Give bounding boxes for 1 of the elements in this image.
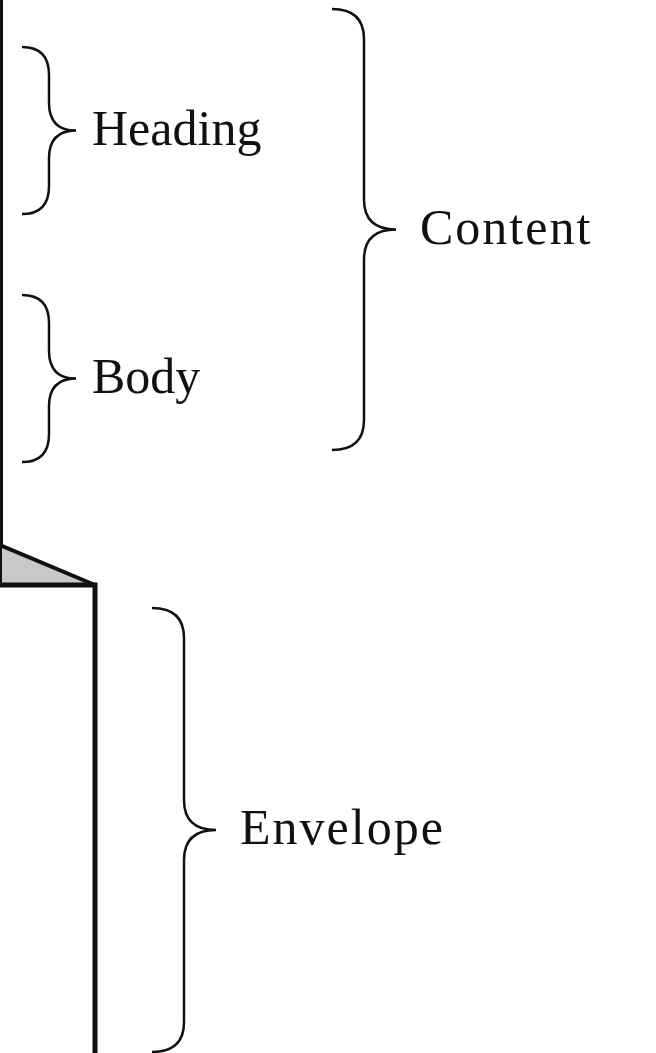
brace-label: Content bbox=[420, 201, 593, 252]
